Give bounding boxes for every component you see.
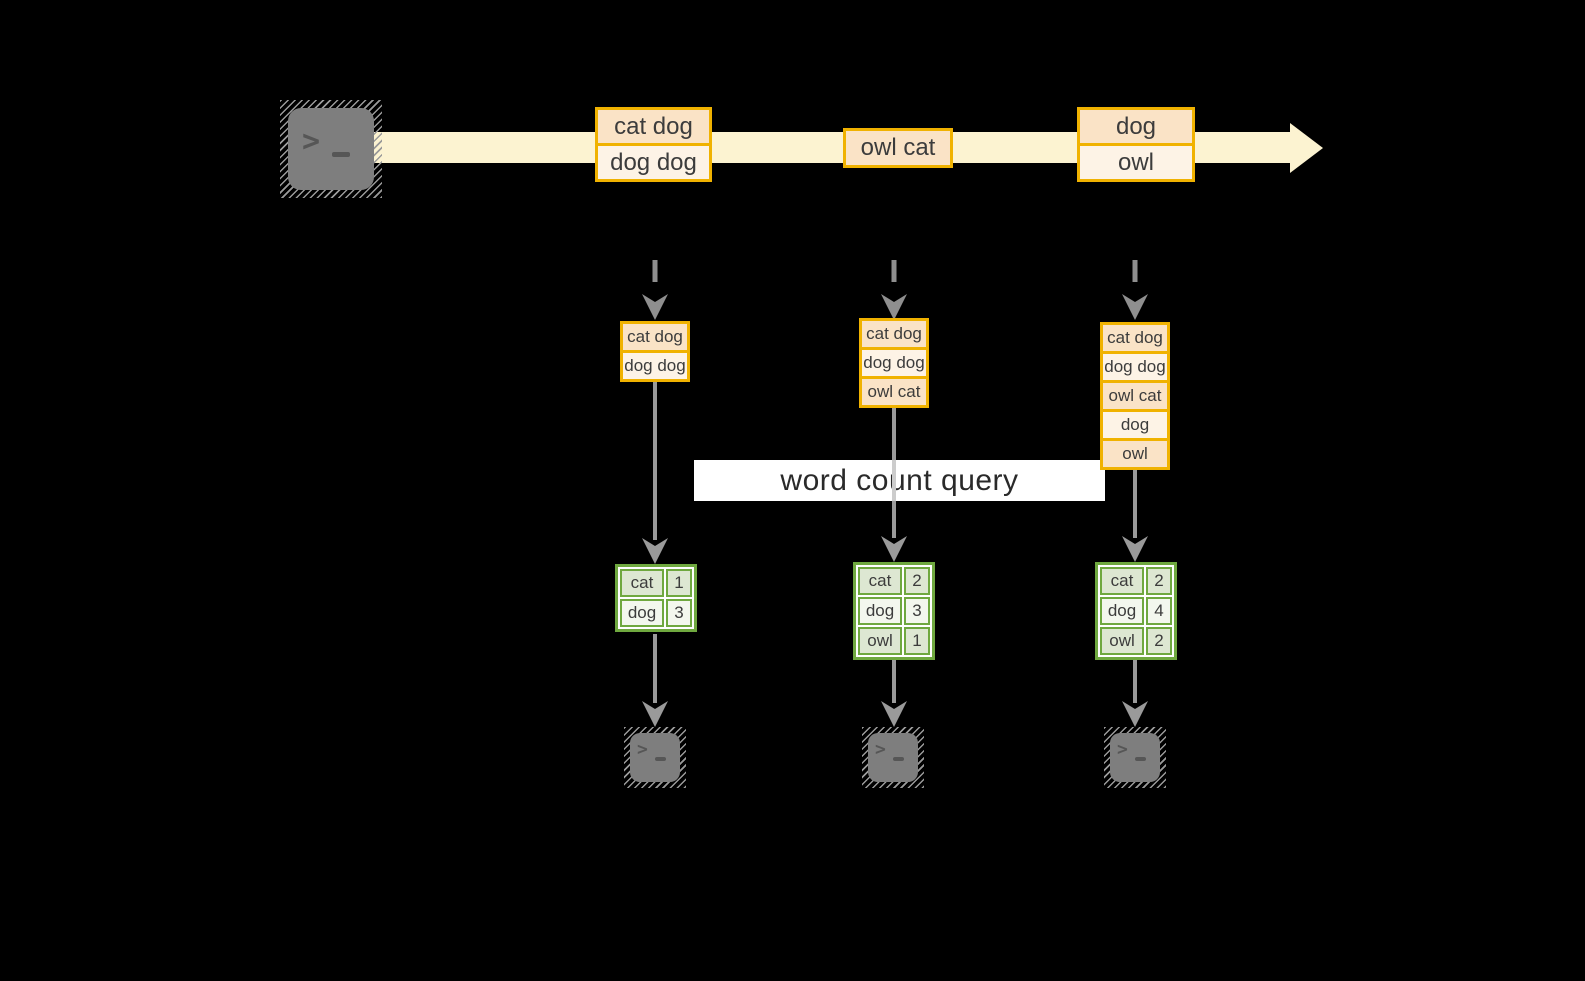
count-table-1: cat 1 dog 3 (615, 564, 697, 632)
stream-batch-1: cat dog dog dog (595, 107, 712, 182)
count-word: cat (620, 569, 664, 597)
prompt-chevron-icon: > (302, 124, 321, 159)
terminal-body: > (1110, 733, 1160, 782)
flow-arrow-icon (642, 634, 668, 727)
stream-batch-2: owl cat (843, 128, 953, 168)
terminal-body: > (868, 733, 918, 782)
sink-terminal-icon: > (624, 727, 686, 788)
dashed-arrow-icon (881, 260, 907, 320)
record-buffer-3: cat dog dog dog owl cat dog owl (1100, 322, 1170, 470)
buffer-record: owl (1100, 438, 1170, 470)
flow-arrow-icon (1122, 660, 1148, 727)
count-value: 1 (666, 569, 692, 597)
buffer-record: cat dog (859, 318, 929, 350)
stream-arrow-head (1290, 123, 1323, 173)
prompt-underscore-icon (332, 152, 350, 157)
flow-arrow-icon (1122, 468, 1148, 562)
buffer-record: owl cat (859, 376, 929, 408)
buffer-record: cat dog (620, 321, 690, 353)
stream-record: dog (1077, 107, 1195, 146)
sink-terminal-icon: > (1104, 727, 1166, 788)
terminal-body: > (288, 108, 374, 190)
flow-arrow-icon (881, 660, 907, 727)
count-value: 3 (904, 597, 930, 625)
buffer-record: dog dog (859, 347, 929, 379)
count-word: dog (858, 597, 902, 625)
count-value: 2 (1146, 567, 1172, 595)
buffer-record: dog (1100, 409, 1170, 441)
count-value: 3 (666, 599, 692, 627)
sink-terminal-icon: > (862, 727, 924, 788)
count-word: owl (1100, 627, 1144, 655)
prompt-chevron-icon: > (1117, 739, 1128, 760)
count-table-2: cat 2 dog 3 owl 1 (853, 562, 935, 660)
prompt-chevron-icon: > (875, 739, 886, 760)
stream-record: owl cat (843, 128, 953, 168)
query-label: word count query (694, 460, 1105, 501)
flow-arrow-icon (642, 379, 668, 564)
terminal-body: > (630, 733, 680, 782)
count-value: 1 (904, 627, 930, 655)
count-value: 2 (904, 567, 930, 595)
prompt-chevron-icon: > (637, 739, 648, 760)
buffer-record: dog dog (620, 350, 690, 382)
record-buffer-2: cat dog dog dog owl cat (859, 318, 929, 408)
stream-batch-3: dog owl (1077, 107, 1195, 182)
count-table-3: cat 2 dog 4 owl 2 (1095, 562, 1177, 660)
stream-record: owl (1077, 143, 1195, 182)
buffer-record: owl cat (1100, 380, 1170, 412)
dashed-arrow-icon (642, 260, 668, 320)
count-word: cat (858, 567, 902, 595)
buffer-record: cat dog (1100, 322, 1170, 354)
prompt-underscore-icon (1135, 757, 1146, 761)
stream-record: dog dog (595, 143, 712, 182)
dashed-arrow-icon (1122, 260, 1148, 320)
prompt-underscore-icon (893, 757, 904, 761)
flow-line-over-banner (892, 460, 896, 501)
stream-record: cat dog (595, 107, 712, 146)
buffer-record: dog dog (1100, 351, 1170, 383)
count-word: owl (858, 627, 902, 655)
count-word: cat (1100, 567, 1144, 595)
source-terminal-icon: > (280, 100, 382, 198)
count-word: dog (1100, 597, 1144, 625)
record-buffer-1: cat dog dog dog (620, 321, 690, 382)
count-value: 2 (1146, 627, 1172, 655)
prompt-underscore-icon (655, 757, 666, 761)
count-value: 4 (1146, 597, 1172, 625)
count-word: dog (620, 599, 664, 627)
